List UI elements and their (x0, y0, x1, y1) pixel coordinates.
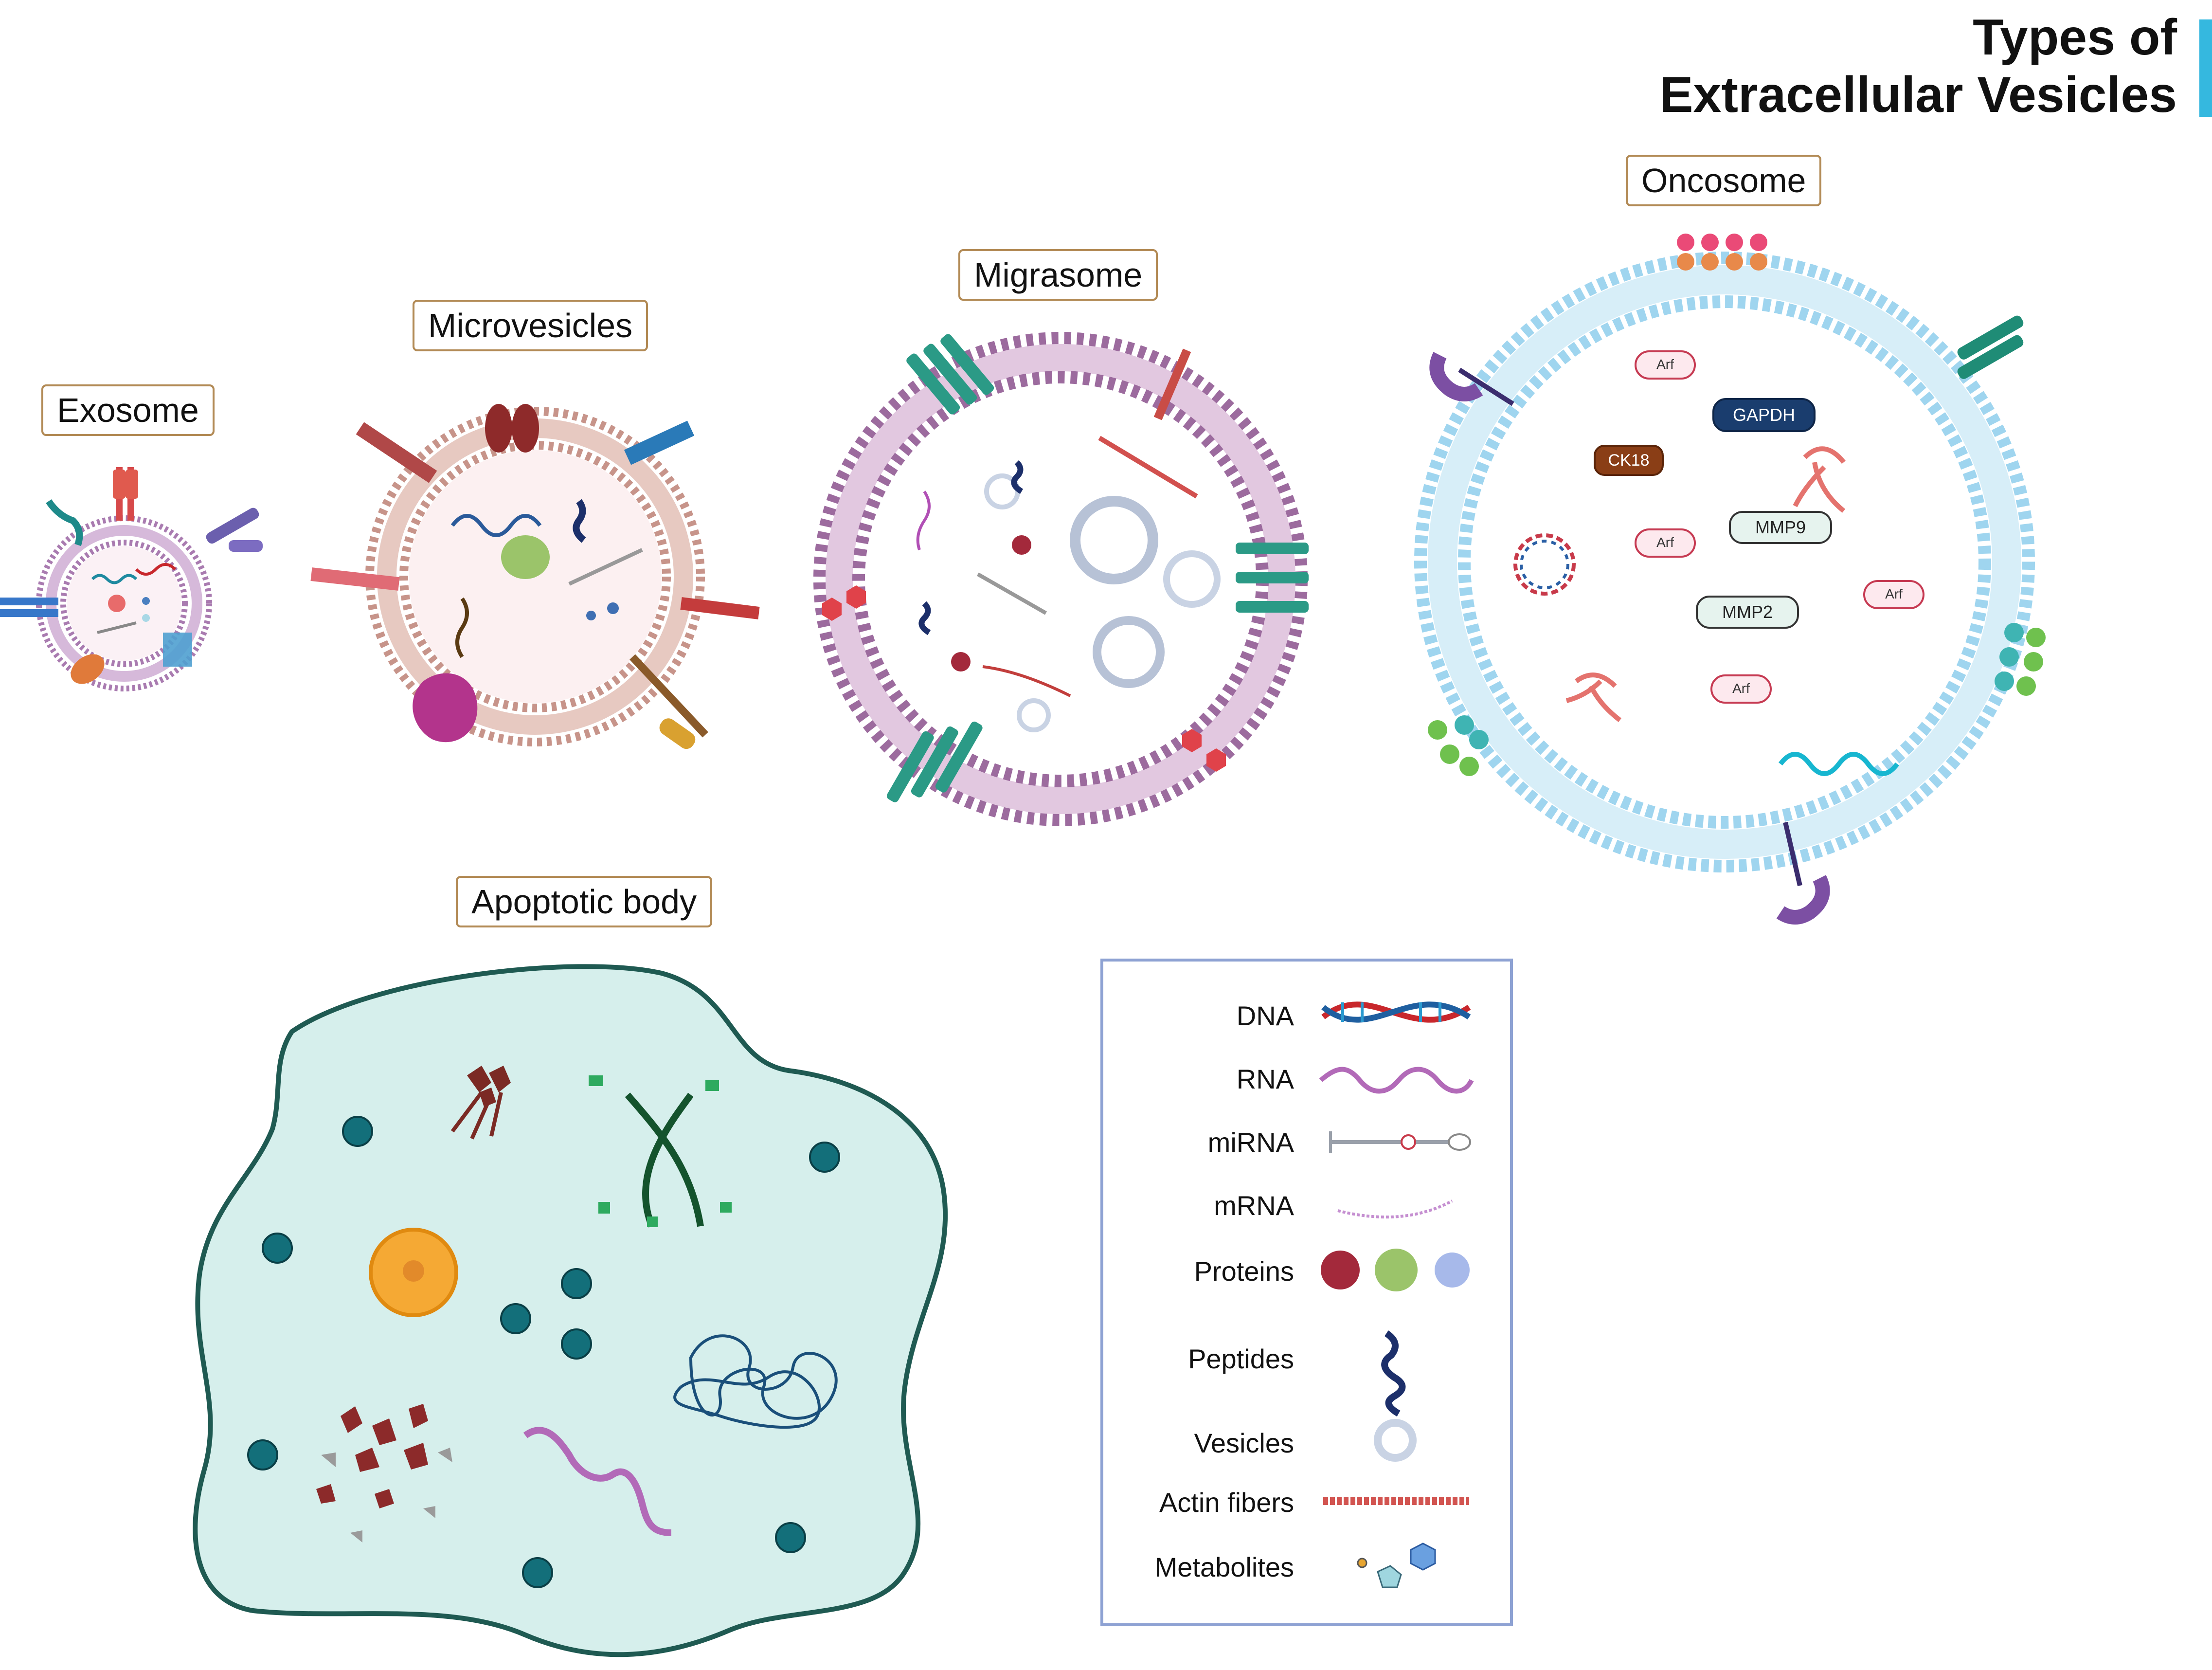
tag-mmp2: MMP2 (1722, 602, 1773, 622)
legend-label-rna: RNA (1236, 1064, 1294, 1094)
oncosome-illustration (1414, 234, 2046, 925)
legend-label-metabolites: Metabolites (1154, 1552, 1294, 1582)
migrasome-illustration (813, 332, 1309, 826)
legend-label-vesicles: Vesicles (1194, 1428, 1294, 1458)
label-apoptotic-body: Apoptotic body (456, 876, 713, 927)
oncosome-cargo-tags: Arf GAPDH CK18 MMP9 Arf Arf MMP2 Arf (1594, 350, 1924, 704)
label-oncosome: Oncosome (1626, 155, 1822, 206)
legend-label-dna: DNA (1236, 1000, 1294, 1031)
legend-metabolites-icon (1357, 1543, 1436, 1588)
tag-arf-3: Arf (1885, 586, 1903, 601)
legend-label-mrna: mRNA (1214, 1190, 1294, 1221)
tag-arf-1: Arf (1656, 357, 1674, 372)
legend-icons (1319, 1001, 1474, 1588)
legend-label-proteins: Proteins (1194, 1256, 1294, 1287)
legend-label-actin-fibers: Actin fibers (1159, 1487, 1294, 1518)
tag-arf-2: Arf (1656, 535, 1674, 550)
title-line-2: Extracellular Vesicles (1659, 67, 2177, 123)
tag-gapdh: GAPDH (1733, 405, 1795, 425)
title-accent-bar (2199, 19, 2212, 117)
legend-peptides-icon (1381, 1330, 1406, 1417)
legend-mirna-icon (1329, 1131, 1471, 1153)
tag-arf-4: Arf (1732, 681, 1750, 696)
legend-proteins-icon (1321, 1249, 1470, 1291)
tag-mmp9: MMP9 (1755, 517, 1806, 537)
page-title: Types of Extracellular Vesicles (1659, 9, 2177, 124)
label-microvesicles: Microvesicles (413, 300, 648, 351)
legend-mrna-icon (1337, 1199, 1453, 1219)
legend-rna-icon (1319, 1067, 1474, 1094)
label-migrasome: Migrasome (958, 249, 1158, 301)
legend-box (1100, 959, 1513, 1626)
legend-vesicles-icon (1374, 1419, 1417, 1462)
legend-dna-icon (1321, 1001, 1471, 1023)
apoptotic-body-illustration (193, 964, 948, 1657)
exosome-illustration (0, 467, 263, 691)
label-exosome: Exosome (41, 384, 215, 436)
title-line-1: Types of (1973, 9, 2177, 66)
legend-label-mirna: miRNA (1207, 1127, 1294, 1158)
microvesicle-illustration (310, 404, 760, 749)
tag-ck18: CK18 (1608, 451, 1649, 470)
legend-label-peptides: Peptides (1188, 1343, 1294, 1374)
